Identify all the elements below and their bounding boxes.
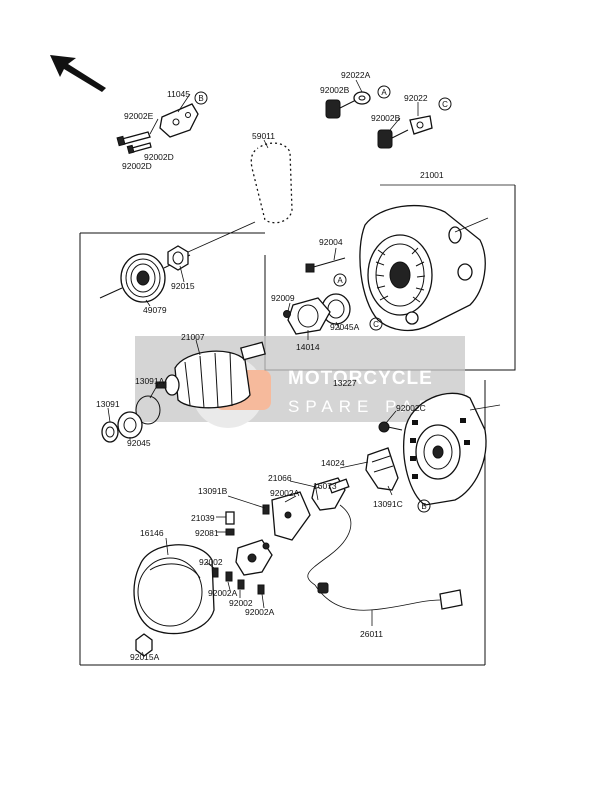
bearing-92045: [117, 411, 143, 439]
spring-21039: [225, 511, 235, 525]
front-direction-arrow-icon: [50, 55, 106, 92]
label-59011: 59011: [252, 131, 275, 141]
label-13091B: 13091B: [198, 486, 228, 496]
belt-59011: [250, 142, 294, 224]
label-14014: 14014: [296, 342, 320, 352]
callout-circle-b-top: B: [194, 91, 208, 105]
part-labels: 11045 92002E 92002D 92002D 59011 92022A …: [96, 70, 444, 662]
label-92002-b: 92002: [229, 598, 253, 608]
svg-text:B: B: [198, 94, 203, 103]
label-92015A: 92015A: [130, 652, 160, 662]
washer-92022A: [353, 91, 371, 105]
brush-holder-21066: [311, 477, 350, 511]
screw-92002C: [378, 421, 403, 433]
svg-text:A: A: [381, 88, 387, 97]
plate-14014: [287, 297, 331, 335]
label-21039: 21039: [191, 513, 215, 523]
ring-13091: [101, 421, 119, 443]
label-13227: 13227: [333, 378, 357, 388]
callout-circle-c-housing: C: [369, 317, 383, 331]
label-92045: 92045: [127, 438, 151, 448]
clip-92081: [225, 528, 235, 536]
screw-92002B-upper: [325, 99, 357, 119]
front-housing-21001: [359, 204, 489, 332]
label-11045: 11045: [167, 89, 190, 99]
washer-92022: [409, 115, 433, 135]
label-21007: 21007: [181, 332, 205, 342]
brush-assembly: [235, 539, 273, 576]
bracket-11045: [116, 103, 199, 154]
rear-housing-13227: [403, 392, 501, 506]
harness-26011: [314, 582, 463, 611]
svg-text:A: A: [337, 276, 343, 285]
label-14024: 14024: [321, 458, 345, 468]
label-13091C: 13091C: [373, 499, 403, 509]
bolt-92004: [305, 257, 346, 273]
label-92002B-b: 92002B: [371, 113, 401, 123]
svg-text:C: C: [442, 100, 448, 109]
label-92002D-a: 92002D: [144, 152, 174, 162]
label-13091A: 13091A: [135, 376, 165, 386]
label-92002A-c: 92002A: [245, 607, 275, 617]
brush-plate-16073: [271, 491, 311, 541]
label-92081: 92081: [195, 528, 219, 538]
label-92009: 92009: [271, 293, 295, 303]
callout-circle-c-top: C: [438, 97, 452, 111]
regulator-14024: [365, 447, 399, 491]
label-92002D-b: 92002D: [122, 161, 152, 171]
screws-92002: [211, 504, 270, 595]
callout-circle-a-housing: A: [333, 273, 347, 287]
label-92002C: 92002C: [396, 403, 426, 413]
label-92022: 92022: [404, 93, 428, 103]
label-21001: 21001: [420, 170, 444, 180]
callout-circle-b-rear: B: [417, 499, 431, 513]
label-21066: 21066: [268, 473, 292, 483]
label-16146: 16146: [140, 528, 164, 538]
svg-text:B: B: [421, 502, 426, 511]
nut-92015A: [135, 633, 153, 657]
ring-13091A: [135, 395, 161, 425]
wire-harness: [307, 504, 352, 586]
label-13091: 13091: [96, 399, 120, 409]
pulley-49079: [99, 253, 191, 303]
label-49079: 49079: [143, 305, 167, 315]
label-92002A-a: 92002A: [270, 488, 300, 498]
label-92002A-b: 92002A: [208, 588, 238, 598]
label-92002B-a: 92002B: [320, 85, 350, 95]
label-92002E: 92002E: [124, 111, 154, 121]
svg-text:C: C: [373, 320, 379, 329]
screw-92002B-lower: [377, 129, 409, 149]
nut-92015: [167, 221, 256, 271]
label-92045A: 92045A: [330, 322, 360, 332]
label-92022A: 92022A: [341, 70, 371, 80]
screw-92009: [283, 310, 291, 318]
leader-lines: [107, 79, 419, 657]
label-92002-a: 92002: [199, 557, 223, 567]
callout-circle-a-top: A: [377, 85, 391, 99]
rotor-21007: [155, 341, 266, 409]
label-92015: 92015: [171, 281, 195, 291]
label-16073: 16073: [313, 481, 337, 491]
label-92004: 92004: [319, 237, 343, 247]
watermark-line1: MOTORCYCLE: [288, 368, 433, 389]
cover-16146: [133, 544, 215, 635]
label-26011: 26011: [360, 629, 383, 639]
